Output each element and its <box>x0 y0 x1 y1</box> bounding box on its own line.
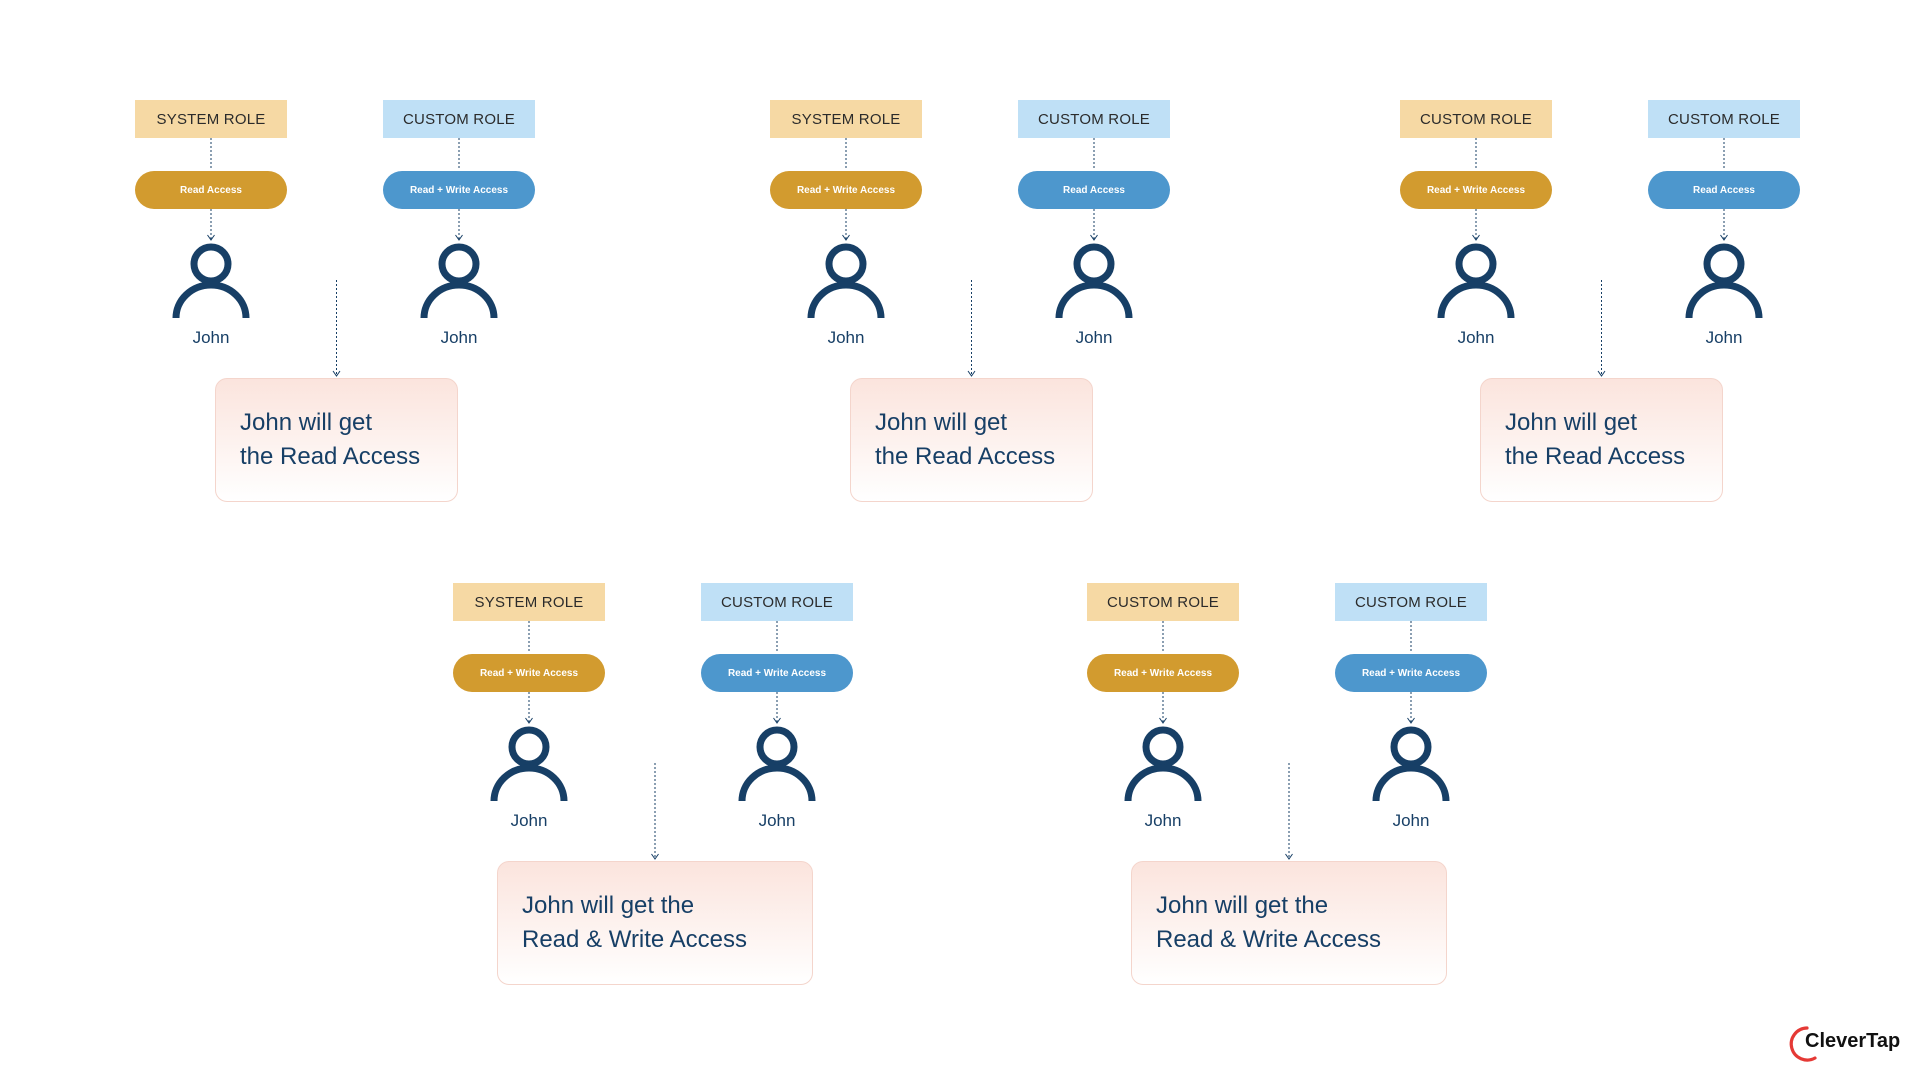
left-access-pill: Read + Write Access <box>770 171 922 209</box>
user-icon <box>1055 243 1133 319</box>
user-icon <box>1685 243 1763 319</box>
result-line-1: John will get <box>875 409 1008 436</box>
left-access-pill: Read Access <box>135 171 287 209</box>
connector-lines <box>207 138 463 377</box>
result-line-1: John will get <box>240 409 373 436</box>
user-icon <box>807 243 885 319</box>
right-access-pill: Read + Write Access <box>701 654 853 692</box>
left-user-name: John <box>1457 328 1495 347</box>
connector-lines <box>525 621 781 860</box>
left-access-pill: Read + Write Access <box>1087 654 1239 692</box>
user-icon <box>172 243 250 319</box>
result-line-2: the Read Access <box>875 443 1056 470</box>
user-icon <box>738 726 816 802</box>
right-role-label: CUSTOM ROLE <box>1018 100 1170 138</box>
right-user-name: John <box>440 328 478 347</box>
result-line-1: John will get the <box>1156 892 1329 919</box>
result-line-2: the Read Access <box>1505 443 1686 470</box>
right-access-pill: Read + Write Access <box>383 171 535 209</box>
right-role-label: CUSTOM ROLE <box>1335 583 1487 621</box>
right-access-pill: Read + Write Access <box>1335 654 1487 692</box>
result-box: John will get the Read Access <box>850 378 1093 502</box>
connector-lines <box>1159 621 1415 860</box>
left-role-label: SYSTEM ROLE <box>453 583 605 621</box>
right-access-pill: Read Access <box>1648 171 1800 209</box>
right-role-label: CUSTOM ROLE <box>1648 100 1800 138</box>
left-user-name: John <box>827 328 865 347</box>
left-role-label: SYSTEM ROLE <box>770 100 922 138</box>
user-icon <box>1372 726 1450 802</box>
right-role-label: CUSTOM ROLE <box>701 583 853 621</box>
right-user-name: John <box>1705 328 1743 347</box>
brand-name: CleverTap <box>1805 1030 1901 1052</box>
result-line-2: the Read Access <box>240 443 421 470</box>
left-role-label: SYSTEM ROLE <box>135 100 287 138</box>
result-box: John will get the Read Access <box>1480 378 1723 502</box>
left-role-label: CUSTOM ROLE <box>1087 583 1239 621</box>
left-access-pill: Read + Write Access <box>453 654 605 692</box>
user-icon <box>490 726 568 802</box>
left-role-label: CUSTOM ROLE <box>1400 100 1552 138</box>
right-role-label: CUSTOM ROLE <box>383 100 535 138</box>
connector-lines <box>1472 138 1728 377</box>
result-line-2: Read & Write Access <box>1156 926 1381 953</box>
left-access-pill: Read + Write Access <box>1400 171 1552 209</box>
right-user-name: John <box>1392 811 1430 830</box>
right-user-name: John <box>1075 328 1113 347</box>
user-icon <box>420 243 498 319</box>
user-icon <box>1437 243 1515 319</box>
right-access-pill: Read Access <box>1018 171 1170 209</box>
left-user-name: John <box>510 811 548 830</box>
right-user-name: John <box>758 811 796 830</box>
left-user-name: John <box>192 328 230 347</box>
result-box: John will get the Read Access <box>215 378 458 502</box>
result-line-1: John will get <box>1505 409 1638 436</box>
result-line-2: Read & Write Access <box>522 926 747 953</box>
left-user-name: John <box>1144 811 1182 830</box>
user-icon <box>1124 726 1202 802</box>
clevertap-logo-icon <box>1789 1026 1817 1062</box>
connector-lines <box>842 138 1098 377</box>
result-line-1: John will get the <box>522 892 695 919</box>
